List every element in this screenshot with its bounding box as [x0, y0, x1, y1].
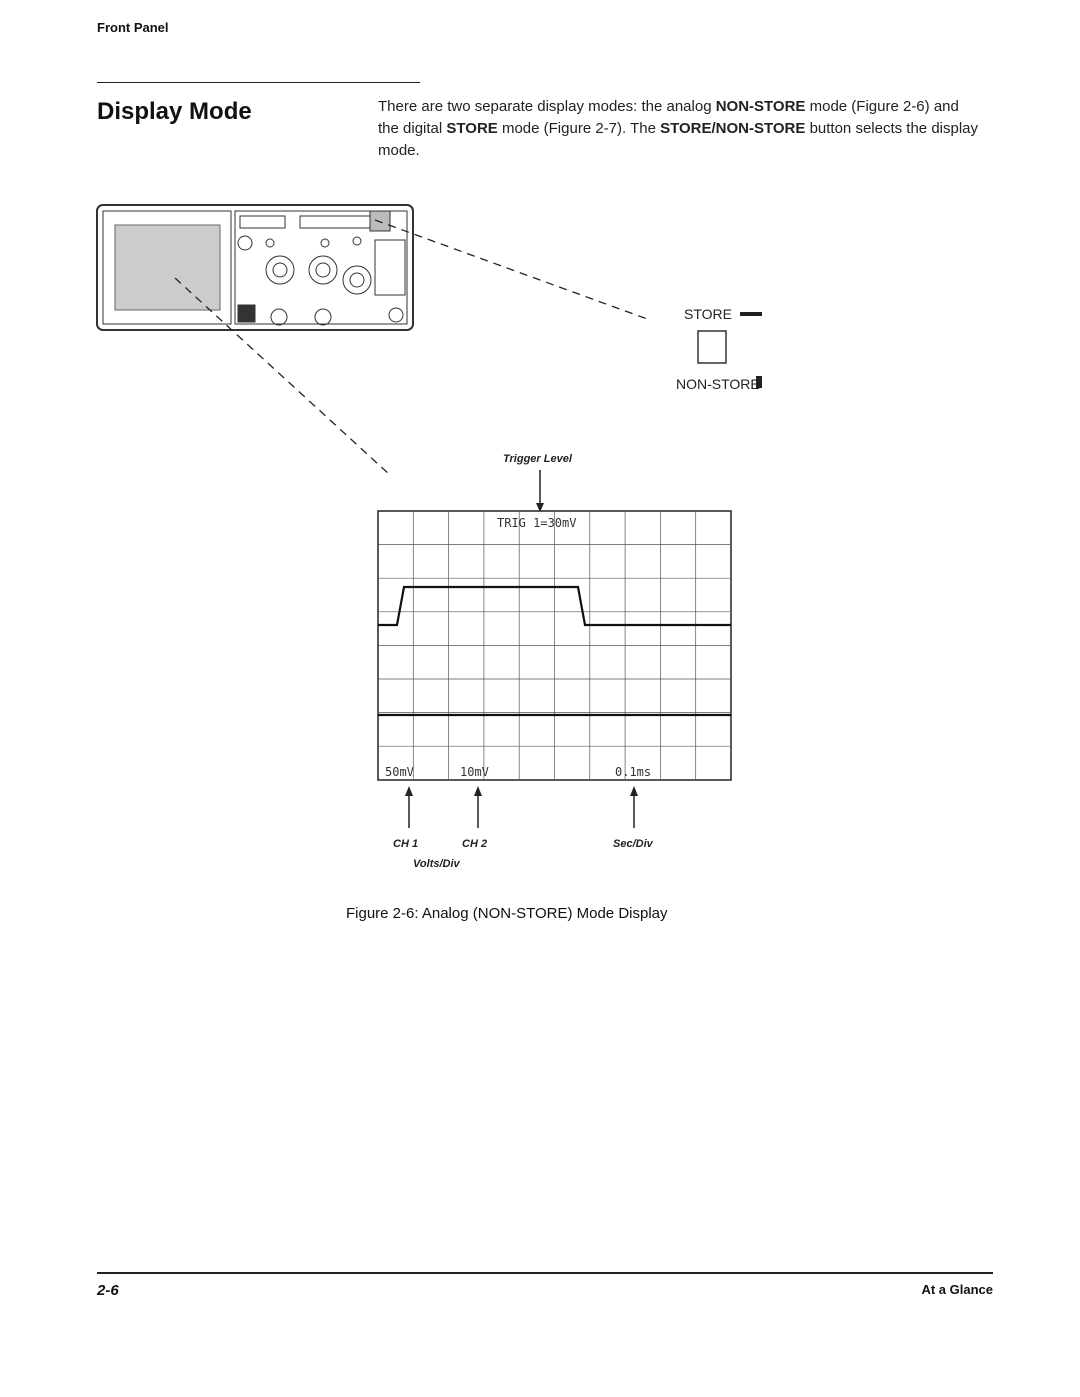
ch1-label: CH 1 [393, 838, 418, 850]
volts-div-label: Volts/Div [413, 858, 461, 870]
header-rule [97, 82, 420, 83]
ch2-readout: 10mV [460, 765, 489, 779]
ch2-label: CH 2 [462, 838, 487, 850]
footer-section: At a Glance [921, 1282, 993, 1297]
oscilloscope-front-panel-drawing [96, 204, 414, 331]
figure-caption: Figure 2-6: Analog (NON-STORE) Mode Disp… [346, 905, 668, 922]
callout-lines [174, 219, 651, 476]
trigger-level-label: Trigger Level [503, 453, 573, 465]
arrow-icon [474, 786, 482, 796]
section-title: Display Mode [97, 98, 252, 125]
running-header: Front Panel [97, 20, 169, 35]
ch1-trace [378, 585, 731, 627]
non-store-icon [756, 376, 762, 388]
ch1-readout: 50mV [385, 765, 414, 779]
text: STORE [446, 120, 498, 137]
text: STORE/NON-STORE [660, 120, 806, 137]
text: There are two separate display modes: th… [378, 98, 716, 115]
time-readout: 0.1ms [615, 765, 651, 779]
trigger-readout: TRIG 1=30mV [497, 516, 576, 530]
scope-screen: TRIG 1=30mV 50mV 10mV 0.1ms [377, 510, 732, 781]
store-label: STORE [684, 306, 732, 322]
non-store-label: NON-STORE [676, 376, 760, 392]
body-paragraph: There are two separate display modes: th… [378, 96, 978, 162]
store-button-drawing [697, 330, 727, 364]
arrow-icon [405, 786, 413, 796]
arrow-icon [536, 503, 544, 512]
text: button selects the display mode. [378, 120, 979, 159]
page-number: 2-6 [97, 1282, 119, 1299]
footer-rule [97, 1272, 993, 1274]
text: mode (Figure 2-6) and the digital [378, 98, 959, 137]
arrow-icon [630, 786, 638, 796]
text: mode (Figure 2-7). The [497, 120, 661, 137]
text: NON-STORE [715, 98, 806, 115]
sec-div-label: Sec/Div [613, 838, 654, 850]
store-icon [740, 312, 762, 316]
